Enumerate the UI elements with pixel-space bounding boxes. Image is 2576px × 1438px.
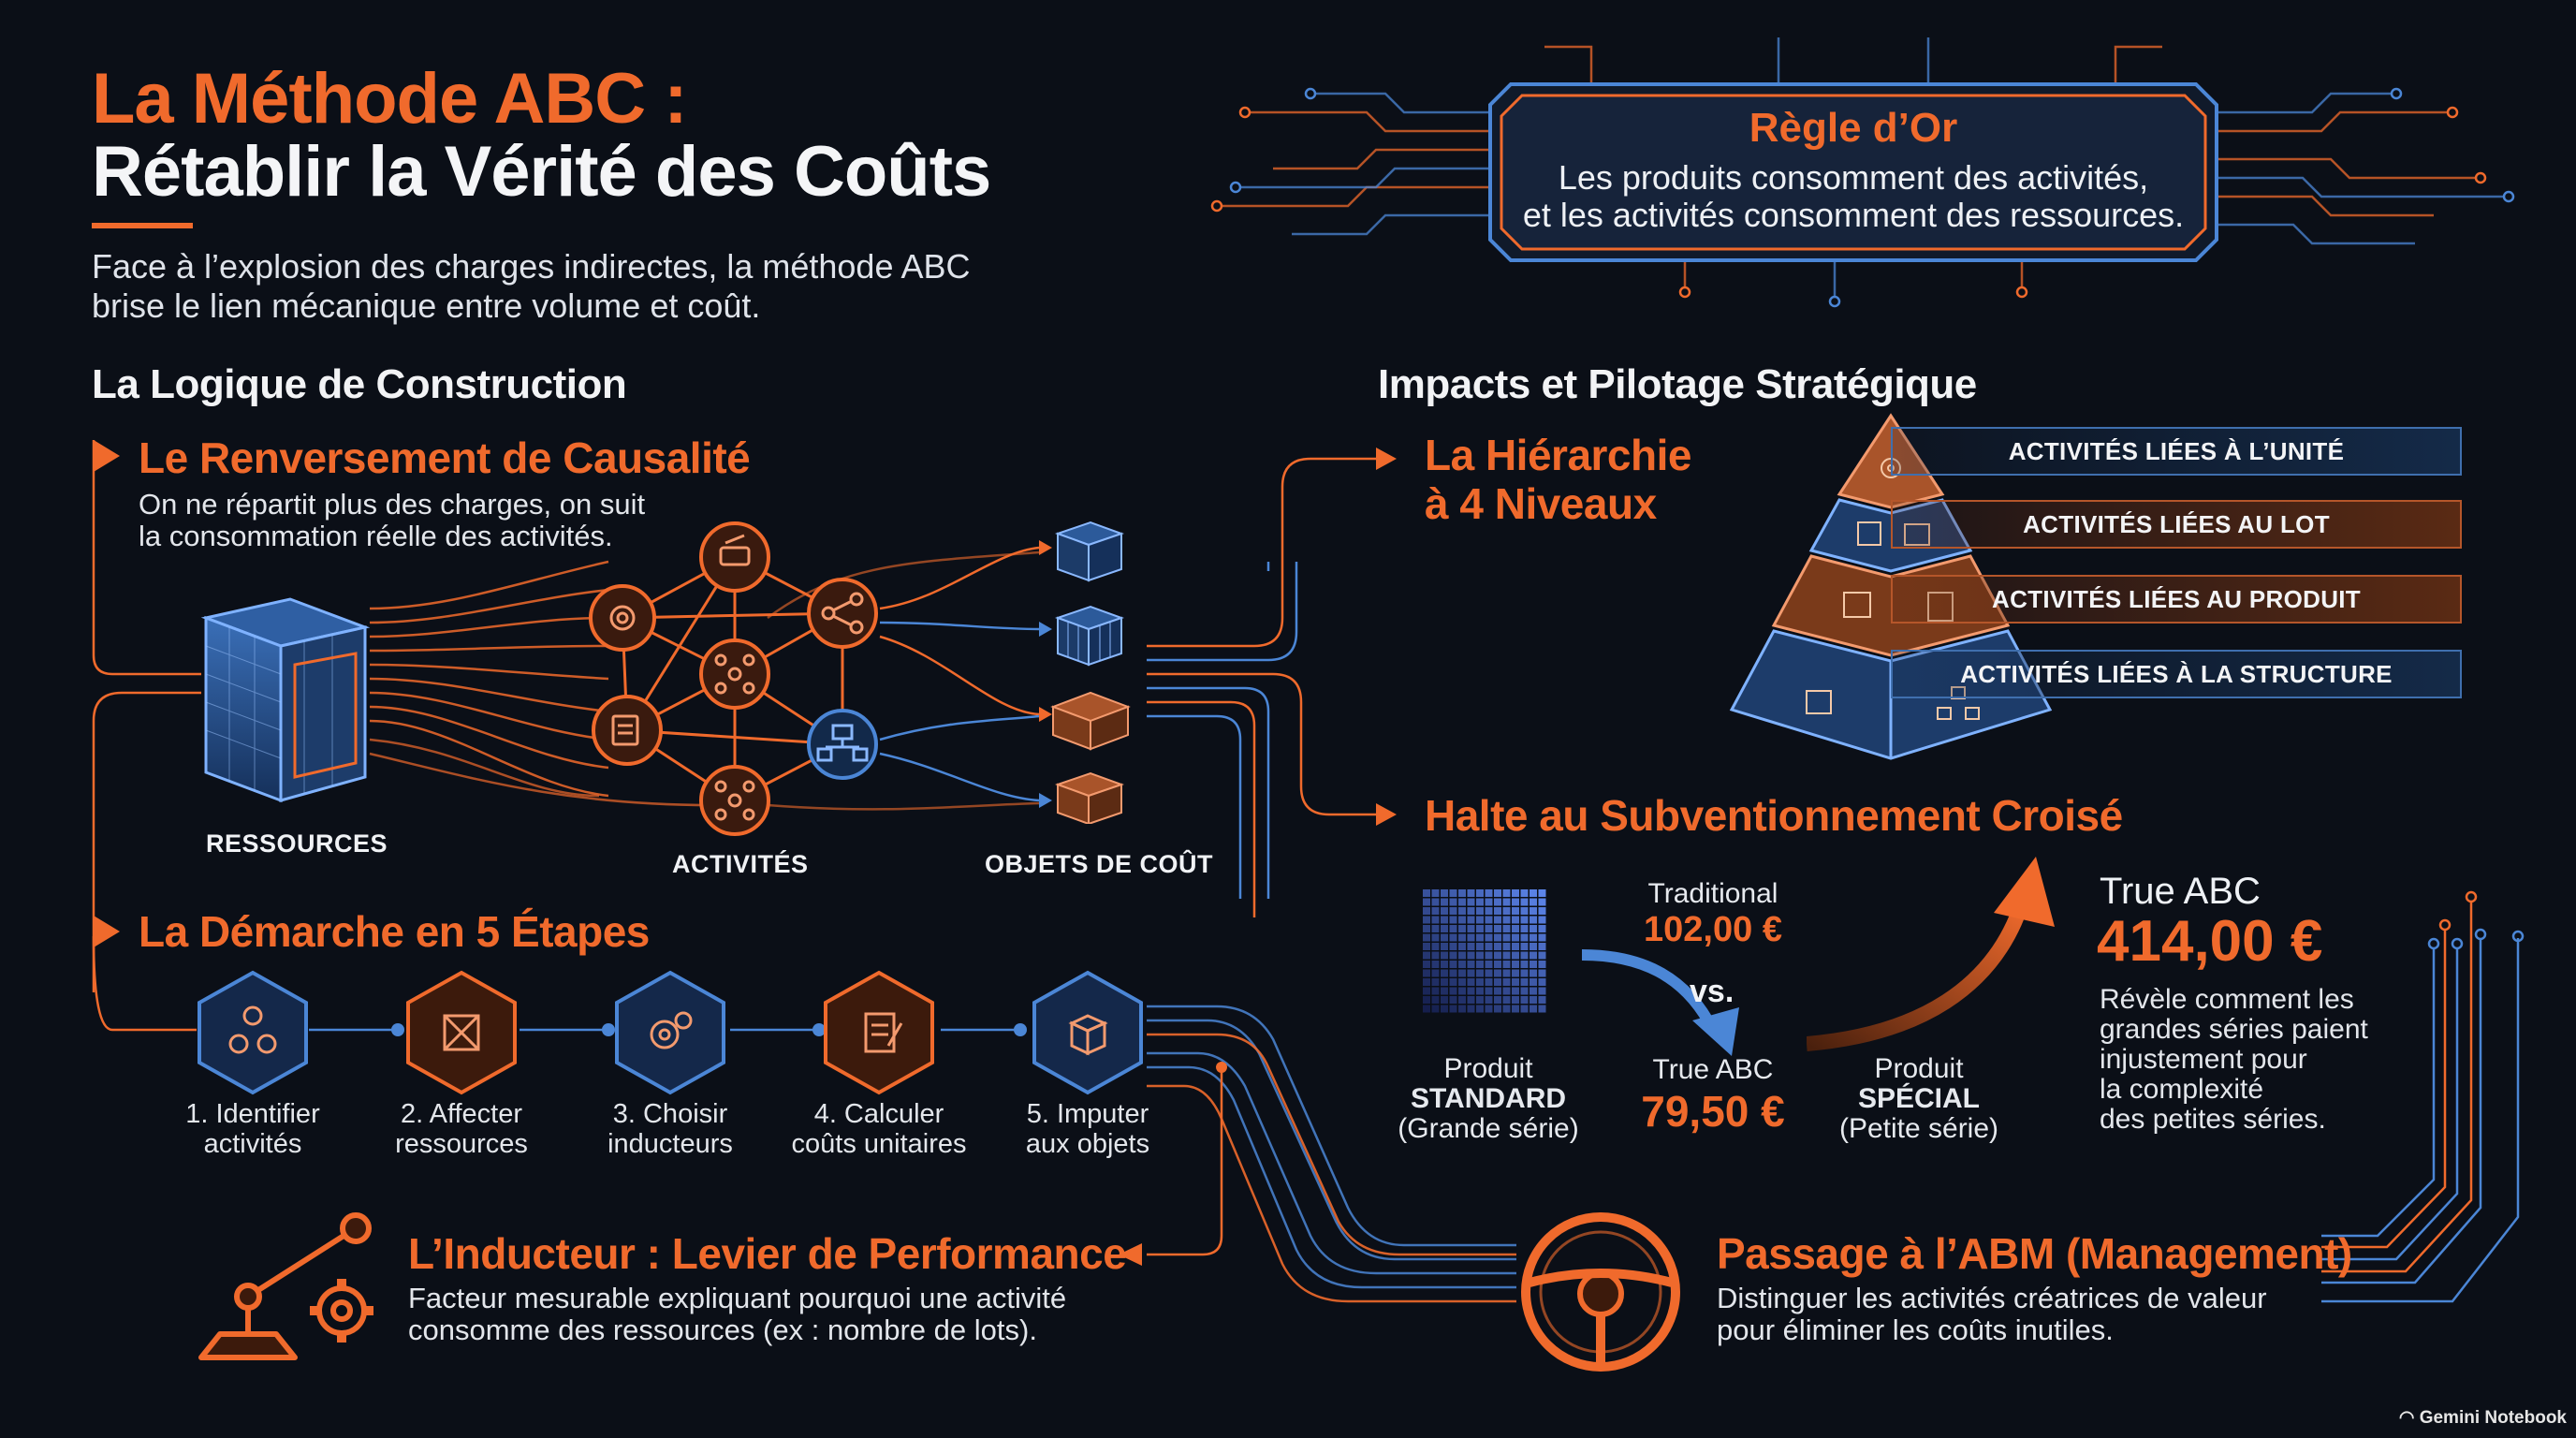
up-arrow-icon (1807, 857, 2055, 1051)
special-true-abc-value: 414,00 € (2097, 909, 2323, 974)
true-abc-label: True ABC (1652, 1054, 1774, 1085)
label-activities: ACTIVITÉS (672, 850, 809, 878)
play-arrow-icon (94, 916, 120, 947)
step-4-line-2: coûts unitaires (791, 1129, 967, 1159)
robot-arm-gear-icon (198, 1212, 373, 1360)
abm-title: Passage à l’ABM (Management) (1717, 1229, 2352, 1278)
cost-objects-icons (1050, 521, 1131, 824)
golden-rule-line-1: Les produits consomment des activités, (1558, 158, 2149, 197)
abm-line-1: Distinguer les activités créatrices de v… (1717, 1282, 2267, 1314)
causality-title: Le Renversement de Causalité (139, 433, 751, 482)
special-line-2: SPÉCIAL (1857, 1083, 1981, 1114)
standard-product-label: Produit STANDARD (Grande série) (1385, 1054, 1591, 1144)
step-1-label: 1. Identifier activités (140, 1099, 365, 1159)
down-arrow-icon (1581, 949, 1739, 1056)
tier-structure: ACTIVITÉS LIÉES À LA STRUCTURE (1891, 650, 2462, 698)
golden-rule-title: Règle d’Or (1749, 105, 1958, 151)
golden-rule-text: Les produits consomment des activités, e… (1488, 159, 2218, 234)
activities-network (589, 521, 878, 836)
driver-line-2: consomme des ressources (ex : nombre de … (408, 1313, 1037, 1346)
cost-object-cube-1 (1054, 521, 1125, 582)
step-5-line-2: aux objets (1025, 1129, 1150, 1159)
title-line-1: La Méthode ABC : (92, 59, 688, 139)
standard-line-3: (Grande série) (1398, 1113, 1579, 1144)
title-line-2: Rétablir la Vérité des Coûts (92, 132, 991, 212)
title-underline (92, 223, 193, 228)
watermark: ◠ Gemini Notebook (2399, 1407, 2567, 1429)
reveal-line-2: grandes séries paient (2100, 1014, 2368, 1045)
standard-product-grid-icon (1423, 889, 1546, 1013)
steps-hexagons (198, 970, 1143, 1095)
abm-text: Distinguer les activités créatrices de v… (1717, 1283, 2267, 1346)
step-1-line-2: activités (203, 1129, 302, 1159)
label-resources: RESSOURCES (206, 829, 388, 858)
intro-text: Face à l’explosion des charges indirecte… (92, 247, 971, 325)
section-title-left: La Logique de Construction (92, 361, 627, 407)
step-3-line-2: inducteurs (607, 1129, 733, 1159)
special-true-abc-label: True ABC (2100, 871, 2261, 912)
label-cost-objects: OBJETS DE COÛT (985, 850, 1214, 878)
special-product-label: Produit SPÉCIAL (Petite série) (1816, 1054, 2022, 1144)
golden-rule-frame (1488, 82, 2218, 262)
vs-label: vs. (1690, 974, 1734, 1009)
step-1-line-1: 1. Identifier (185, 1099, 320, 1129)
step-5-label: 5. Imputer aux objets (975, 1099, 1200, 1159)
abm-line-2: pour éliminer les coûts inutiles. (1717, 1313, 2114, 1346)
step-3-label: 3. Choisir inducteurs (558, 1099, 783, 1159)
causality-line-2: la consommation réelle des activités. (139, 520, 613, 552)
step-4-line-1: 4. Calculer (813, 1099, 944, 1129)
watermark-text: Gemini Notebook (2419, 1408, 2567, 1428)
hierarchy-title-line-1: La Hiérarchie (1425, 431, 1691, 479)
tier-unit: ACTIVITÉS LIÉES À L’UNITÉ (1891, 427, 2462, 476)
standard-line-1: Produit (1443, 1053, 1533, 1084)
play-arrow-icon (94, 440, 120, 472)
hierarchy-title-line-2: à 4 Niveaux (1425, 479, 1657, 528)
traditional-label: Traditional (1647, 878, 1778, 909)
steps-title: La Démarche en 5 Étapes (139, 907, 650, 956)
resources-cube-icon (200, 597, 371, 803)
step-3-line-1: 3. Choisir (612, 1099, 728, 1129)
true-abc-value: 79,50 € (1641, 1087, 1785, 1136)
reveal-line-5: des petites séries. (2100, 1104, 2326, 1135)
driver-text: Facteur mesurable expliquant pourquoi un… (408, 1283, 1066, 1346)
causality-line-1: On ne répartit plus des charges, on suit (139, 488, 646, 521)
golden-rule-line-2: et les activités consomment des ressourc… (1522, 196, 2185, 234)
traditional-value: 102,00 € (1644, 910, 1782, 949)
section-title-right: Impacts et Pilotage Stratégique (1378, 361, 1977, 407)
step-2-line-2: ressources (395, 1129, 528, 1159)
step-5-line-1: 5. Imputer (1026, 1099, 1149, 1129)
step-2-label: 2. Affecter ressources (349, 1099, 574, 1159)
gemini-logo-icon: ◠ (2398, 1408, 2415, 1428)
causality-text: On ne répartit plus des charges, on suit… (139, 489, 645, 552)
special-line-3: (Petite série) (1838, 1113, 1999, 1144)
tier-batch: ACTIVITÉS LIÉES AU LOT (1891, 500, 2462, 549)
special-line-1: Produit (1874, 1053, 1964, 1084)
step-4-hexagon (824, 970, 934, 1095)
driver-line-1: Facteur mesurable expliquant pourquoi un… (408, 1282, 1067, 1314)
reveal-line-3: injustement pour (2100, 1044, 2307, 1075)
tier-product: ACTIVITÉS LIÉES AU PRODUIT (1891, 575, 2462, 624)
step-4-label: 4. Calculer coûts unitaires (767, 1099, 991, 1159)
driver-title: L’Inducteur : Levier de Performance (408, 1229, 1127, 1278)
reveal-line-1: Révèle comment les (2100, 984, 2354, 1015)
steering-wheel-icon (1521, 1212, 1680, 1372)
step-1-hexagon (198, 970, 308, 1095)
step-2-line-1: 2. Affecter (400, 1099, 523, 1129)
reveal-line-4: la complexité (2100, 1074, 2264, 1105)
subsidy-title: Halte au Subventionnement Croisé (1425, 791, 2123, 840)
hierarchy-title: La Hiérarchie à 4 Niveaux (1425, 431, 1691, 528)
reveal-text: Révèle comment les grandes séries paient… (2100, 985, 2368, 1135)
standard-line-2: STANDARD (1410, 1083, 1567, 1114)
